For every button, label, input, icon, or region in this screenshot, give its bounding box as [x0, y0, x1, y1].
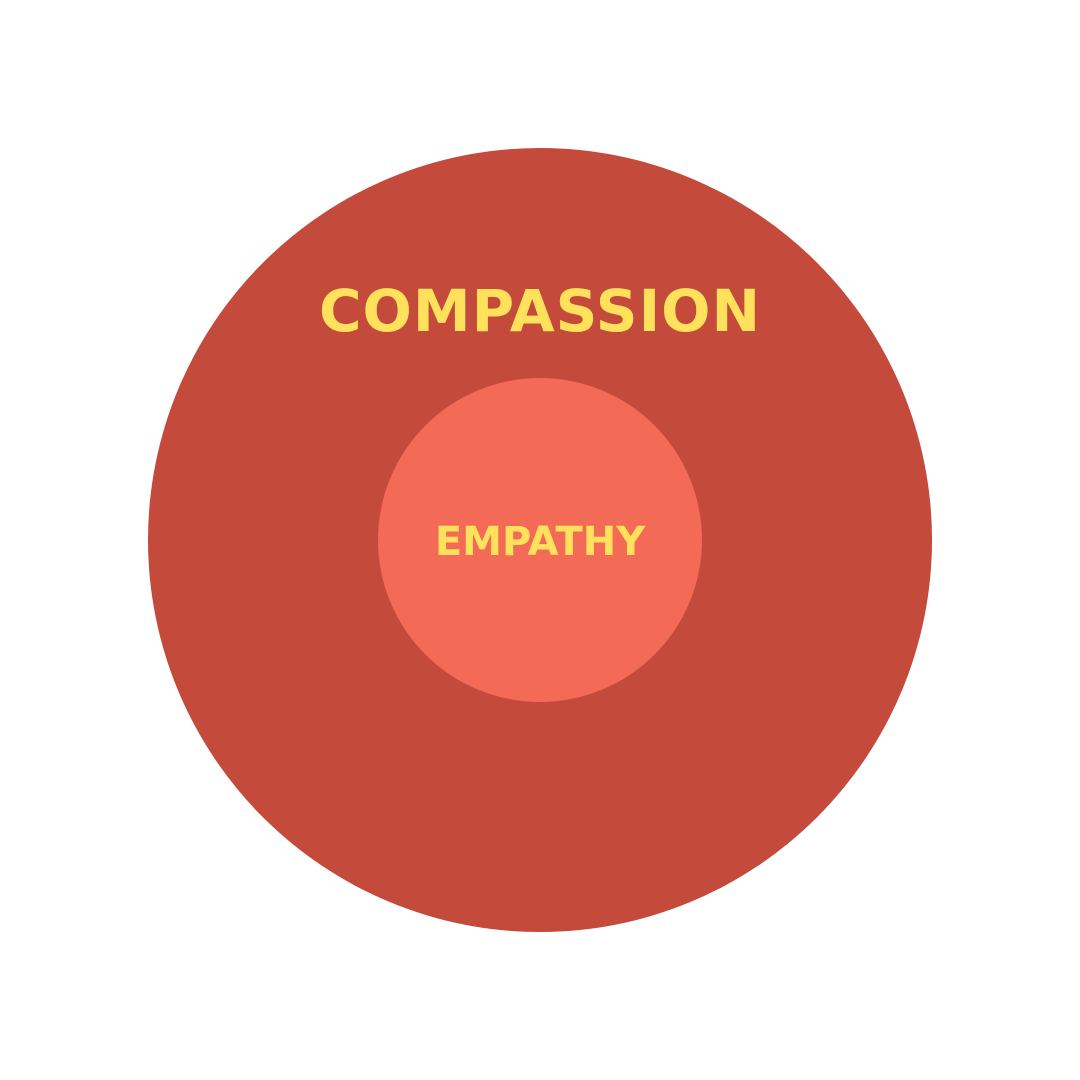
compassion-label: COMPASSION	[318, 277, 762, 345]
empathy-circle	[378, 378, 702, 702]
empathy-label: EMPATHY	[434, 519, 646, 565]
